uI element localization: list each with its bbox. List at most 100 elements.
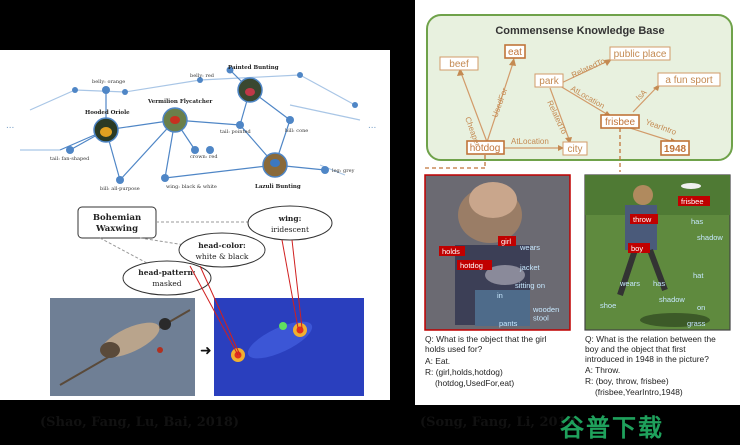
kb-node-hotdog-box <box>466 140 505 155</box>
kb-node-park-box <box>534 73 564 88</box>
kb-node-eat-box <box>504 44 526 59</box>
label-painted-bunting: Painted Bunting <box>228 65 279 71</box>
hooded-oriole-image <box>93 117 119 143</box>
s2-question-line2: boy and the object that first <box>585 344 686 354</box>
head-pattern-value: masked <box>152 279 181 288</box>
s2-throw: throw <box>633 215 652 224</box>
commonsense-figure: Commensense Knowledge Base eat beef publ… <box>423 14 733 397</box>
s1-sitting-on: sitting on <box>515 281 545 290</box>
kb-node-beef-box <box>439 56 479 71</box>
s1-pants: pants <box>499 319 518 328</box>
left-caption: (Shao, Fang, Lu, Bai, 2018) <box>40 415 240 430</box>
label-belly-red: belly: red <box>190 73 215 79</box>
scene2-labels: frisbee throw has shadow boy wears shoe … <box>600 196 723 328</box>
s2-has-2: has <box>653 279 665 288</box>
head-pattern-label: head-pattern: <box>138 268 196 277</box>
bird-knowledge-graph: belly: orange Painted Bunting belly: red… <box>6 65 376 192</box>
kb-node-a-fun-sport-box <box>657 72 721 87</box>
label-bill-all-purpose: bill: all-purpose <box>100 186 140 192</box>
watermark-logo: 谷普下载 <box>560 414 664 442</box>
s1-question-line1: Q: What is the object that the girl <box>425 334 547 344</box>
s1-in: in <box>497 291 503 300</box>
label-lazuli-bunting: Lazuli Bunting <box>255 184 301 190</box>
kb-node-public-place: public place <box>614 49 667 60</box>
s2-on: on <box>697 303 705 312</box>
bird-name-line1: Bohemian <box>93 213 141 223</box>
s1-question-line2: holds used for? <box>425 344 483 354</box>
bird-photo <box>50 298 195 396</box>
head-color-attribute-ellipse <box>178 232 266 268</box>
s2-answer: A: Throw. <box>585 365 620 375</box>
vermilion-flycatcher-image <box>162 107 188 133</box>
s2-shadow-1: shadow <box>697 233 723 242</box>
s2-wears: wears <box>619 279 640 288</box>
s2-question-line1: Q: What is the relation between the <box>585 334 716 344</box>
s2-reason-line2: (frisbee,YearIntro,1948) <box>595 387 683 397</box>
s2-boy: boy <box>631 244 643 253</box>
label-bill-cone: bill: cone <box>285 128 308 134</box>
s1-jacket: jacket <box>519 263 541 272</box>
wing-label: wing: <box>278 214 302 223</box>
s1-answer: A: Eat. <box>425 356 450 366</box>
attention-lines <box>189 239 303 356</box>
kb-node-hotdog: hotdog <box>470 143 501 154</box>
kb-node-park: park <box>539 76 559 87</box>
head-color-value: white & black <box>196 252 249 261</box>
right-caption: (Song, Fang, Li, 2019) <box>420 415 582 430</box>
attention-figure: Bohemian Waxwing wing: iridescent head-c… <box>50 205 364 396</box>
wing-value: iridescent <box>271 225 309 234</box>
s2-has-1: has <box>691 217 703 226</box>
s2-reason-line1: R: (boy, throw, frisbee) <box>585 376 669 386</box>
edge-atlocation-bottom: AtLocation <box>511 137 549 146</box>
s2-hat: hat <box>693 271 704 280</box>
s1-wears: wears <box>519 243 540 252</box>
attention-heatmap-photo <box>214 298 364 396</box>
dashed-connectors <box>423 128 621 172</box>
arrow-icon: ➜ <box>200 343 212 359</box>
kb-node-frisbee: frisbee <box>605 117 635 128</box>
graph-background-edges <box>20 74 361 176</box>
bird-knowledge-graph-panel: belly: orange Painted Bunting belly: red… <box>0 50 390 200</box>
bird-name-line2: Waxwing <box>95 224 138 234</box>
kb-node-public-place-box <box>609 46 671 61</box>
kb-node-city: city <box>568 144 583 155</box>
kb-node-eat: eat <box>508 47 522 58</box>
kb-node-1948: 1948 <box>664 144 687 155</box>
lazuli-bunting-image <box>262 152 288 178</box>
graph-nodes <box>66 66 358 184</box>
s2-shoe: shoe <box>600 301 616 310</box>
s1-hotdog: hotdog <box>460 261 483 270</box>
s2-grass: grass <box>687 319 706 328</box>
label-tail-fan-shaped: tail: fan-shaped <box>50 156 90 162</box>
attention-map-panel: Bohemian Waxwing wing: iridescent head-c… <box>0 200 390 400</box>
label-belly-orange: belly: orange <box>92 79 125 85</box>
ellipsis-left: ... <box>6 120 14 131</box>
label-wing-black-white: wing: black & white <box>166 184 217 190</box>
painted-bunting-image <box>237 77 263 103</box>
s2-question-line3: introduced in 1948 in the picture? <box>585 354 709 364</box>
kb-title: Commensense Knowledge Base <box>495 25 664 37</box>
label-crown-red: crown: red <box>190 154 218 160</box>
s2-shadow-2: shadow <box>659 295 685 304</box>
label-hooded-oriole: Hooded Oriole <box>85 110 130 116</box>
s1-reason-line2: (hotdog,UsedFor,eat) <box>435 378 514 388</box>
kb-node-city-box <box>562 141 588 156</box>
head-color-label: head-color: <box>198 241 246 250</box>
kb-node-beef: beef <box>449 59 469 70</box>
kb-node-1948-box <box>660 140 690 156</box>
wing-attribute-ellipse <box>247 205 333 241</box>
ellipsis-right: ... <box>368 120 376 131</box>
kb-node-a-fun-sport: a fun sport <box>665 75 712 86</box>
s1-holds: holds <box>442 247 460 256</box>
head-pattern-attribute-ellipse <box>122 260 212 296</box>
s2-frisbee: frisbee <box>681 197 704 206</box>
scene1-labels: girl holds hotdog wears jacket sitting o… <box>439 236 559 328</box>
s1-reason-line1: R: (girl,holds,hotdog) <box>425 367 503 377</box>
label-tail-pointed: tail: pointed <box>220 129 251 135</box>
label-leg-grey: leg: grey <box>332 168 355 174</box>
label-vermilion-flycatcher: Vermilion Flycatcher <box>147 99 212 105</box>
kb-edges <box>459 59 678 149</box>
s1-girl: girl <box>501 237 511 246</box>
commonsense-vqa-panel: Commensense Knowledge Base eat beef publ… <box>415 0 740 405</box>
